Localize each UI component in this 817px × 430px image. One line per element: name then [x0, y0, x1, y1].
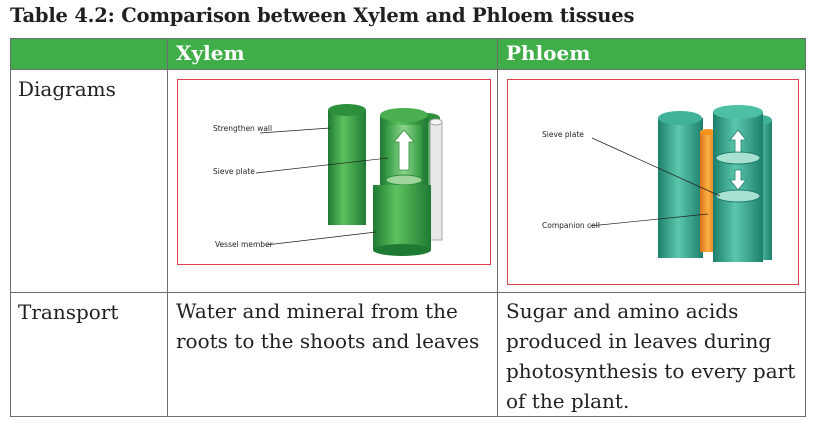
sieve-plate-lower — [715, 189, 761, 203]
label-companion-cell: Companion cell — [542, 221, 600, 230]
xylem-vessel-top — [380, 108, 428, 122]
companion-cell-top — [700, 129, 716, 135]
table-header-row: Xylem Phloem — [10, 38, 806, 70]
sieve-plate-upper — [715, 151, 761, 165]
xylem-diagram: Strengthen wall Sieve plate Vessel membe… — [213, 104, 443, 256]
header-phloem: Phloem — [497, 38, 806, 70]
phloem-diagram: Sieve plate Companion cell — [542, 105, 772, 262]
arrow-up-icon — [393, 129, 415, 171]
phloem-tube-top — [658, 111, 702, 125]
table-caption: Table 4.2: Comparison between Xylem and … — [10, 4, 635, 27]
label-line — [591, 137, 721, 197]
xylem-strengthen-wall-top — [429, 118, 443, 126]
arrow-up-icon — [729, 129, 747, 153]
xylem-vessel-member — [373, 185, 431, 250]
xylem-diagram-frame: Strengthen wall Sieve plate Vessel membe… — [177, 79, 491, 265]
phloem-diagram-frame: Sieve plate Companion cell — [507, 79, 799, 285]
label-line — [255, 157, 389, 174]
label-vessel-member: Vessel member — [215, 240, 274, 249]
xylem-tube-back-left — [328, 110, 366, 225]
header-empty-cell — [10, 38, 168, 70]
label-line — [265, 231, 377, 246]
xylem-tube-top — [328, 104, 366, 116]
label-sieve-plate: Sieve plate — [213, 167, 255, 176]
label-line — [589, 213, 709, 227]
sieve-tube-top — [713, 105, 763, 119]
phloem-tube-left — [658, 118, 703, 258]
companion-cell — [700, 132, 716, 252]
xylem-transport-text: Water and mineral from the roots to the … — [167, 292, 498, 417]
row-label-transport: Transport — [10, 292, 168, 417]
xylem-strengthen-wall — [429, 121, 443, 241]
label-line — [259, 127, 331, 134]
xylem-sieve-plate — [385, 174, 423, 186]
label-sieve-plate: Sieve plate — [542, 130, 584, 139]
row-label-diagrams: Diagrams — [10, 69, 168, 293]
header-xylem: Xylem — [167, 38, 498, 70]
xylem-vessel-bottom — [373, 244, 431, 256]
label-strengthen-wall: Strengthen wall — [213, 124, 272, 133]
arrow-down-icon — [729, 169, 747, 191]
table-row-transport: Transport Water and mineral from the roo… — [10, 292, 806, 417]
phloem-transport-text: Sugar and amino acids produced in leaves… — [497, 292, 806, 417]
